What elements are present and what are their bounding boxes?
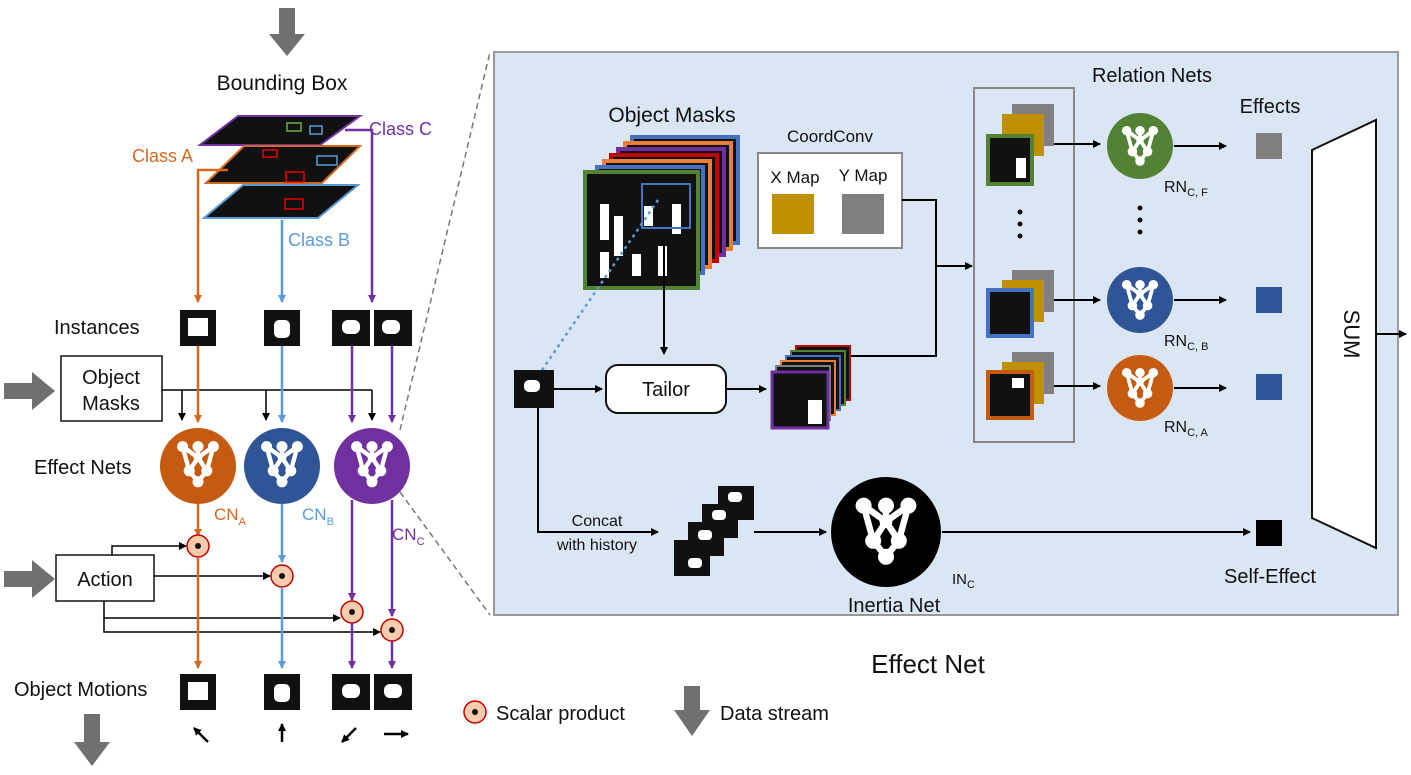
scalar-product-nodes [186, 534, 404, 642]
effect-net-c [334, 428, 410, 504]
object-masks-title: Object Masks [608, 104, 735, 127]
rn-f-label: RNC, F [1164, 179, 1208, 199]
class-c-label: Class C [369, 119, 432, 139]
object-masks-line1: Object [82, 367, 140, 389]
inertia-net-label: Inertia Net [848, 595, 941, 617]
history-stack [674, 486, 754, 576]
relation-nets-box [973, 87, 1075, 443]
relation-net-a [1107, 355, 1173, 421]
self-effect-square [1256, 520, 1282, 546]
concat-arrow [537, 408, 659, 536]
instances-label: Instances [54, 317, 140, 339]
crop-dotted-line [536, 199, 660, 377]
effect-a-square [1256, 374, 1282, 400]
object-masks-box [60, 355, 163, 422]
legend-data-stream-label: Data stream [720, 703, 829, 725]
cn-c-label: CNC [392, 525, 425, 548]
motion-images [180, 674, 412, 710]
relation-stack-b [986, 270, 1054, 338]
relation-stack-f [986, 104, 1054, 186]
data-stream-arrow-action [4, 560, 55, 598]
sum-label: SUM [1339, 310, 1364, 359]
action-box [55, 554, 155, 602]
bounding-box-label: Bounding Box [217, 72, 348, 95]
effect-net-b [244, 428, 320, 504]
relation-arrows [1054, 140, 1101, 390]
self-effect-label: Self-Effect [1224, 566, 1316, 588]
data-stream-arrow-bottom [74, 714, 110, 766]
tailor-label: Tailor [642, 379, 690, 401]
class-a-label: Class A [132, 146, 193, 166]
concat-line2: with history [556, 537, 637, 554]
relation-stack-a [986, 352, 1054, 420]
mask-connections [162, 389, 376, 421]
coordconv-connections [660, 199, 973, 357]
effect-net-a [160, 428, 236, 504]
effect-net-caption: Effect Net [871, 649, 985, 679]
in-c-label: INC [952, 571, 975, 591]
action-label: Action [77, 569, 133, 591]
legend-scalar-product-label: Scalar product [496, 703, 625, 725]
relation-net-f [1107, 113, 1173, 179]
relation-net-ellipsis [1137, 205, 1143, 235]
zoom-line-top [399, 51, 491, 431]
cn-a-label: CNA [214, 505, 247, 528]
class-layers [197, 115, 364, 219]
tailored-masks-stack [770, 345, 851, 430]
object-masks-stack [583, 135, 740, 290]
effect-arrows [1174, 142, 1227, 392]
object-masks-line2: Masks [82, 393, 140, 415]
class-c-arrow [345, 128, 376, 303]
motion-direction-arrows [193, 723, 409, 743]
y-map-swatch [842, 194, 884, 234]
x-map-swatch [772, 194, 814, 234]
rn-a-label: RNC, A [1164, 419, 1209, 439]
relation-net-b [1107, 267, 1173, 333]
class-a-arrow [194, 168, 228, 303]
input-instance-shape [524, 380, 540, 392]
data-stream-arrow-top [269, 8, 305, 56]
relation-ellipsis [1017, 209, 1023, 239]
effect-b-square [1256, 287, 1282, 313]
effect-f-square [1256, 133, 1282, 159]
class-b-label: Class B [288, 230, 350, 250]
rn-b-label: RNC, B [1164, 333, 1209, 353]
data-stream-arrow-masks [4, 372, 55, 410]
effect-nets-label: Effect Nets [34, 457, 131, 479]
zoom-line-bottom [399, 491, 491, 616]
y-map-label: Y Map [839, 166, 888, 185]
concat-line1: Concat [572, 513, 623, 530]
coordconv-label: CoordConv [787, 127, 873, 146]
object-motions-label: Object Motions [14, 679, 147, 701]
effects-label: Effects [1240, 96, 1301, 118]
cn-b-label: CNB [302, 505, 334, 528]
action-connections [103, 542, 381, 636]
instance-images [180, 310, 412, 346]
legend-scalar-product [463, 700, 487, 724]
relation-nets-title: Relation Nets [1092, 65, 1212, 87]
inertia-net [831, 477, 941, 587]
sum-block [1311, 118, 1377, 550]
x-map-label: X Map [770, 168, 819, 187]
legend-data-stream-arrow [674, 686, 710, 736]
